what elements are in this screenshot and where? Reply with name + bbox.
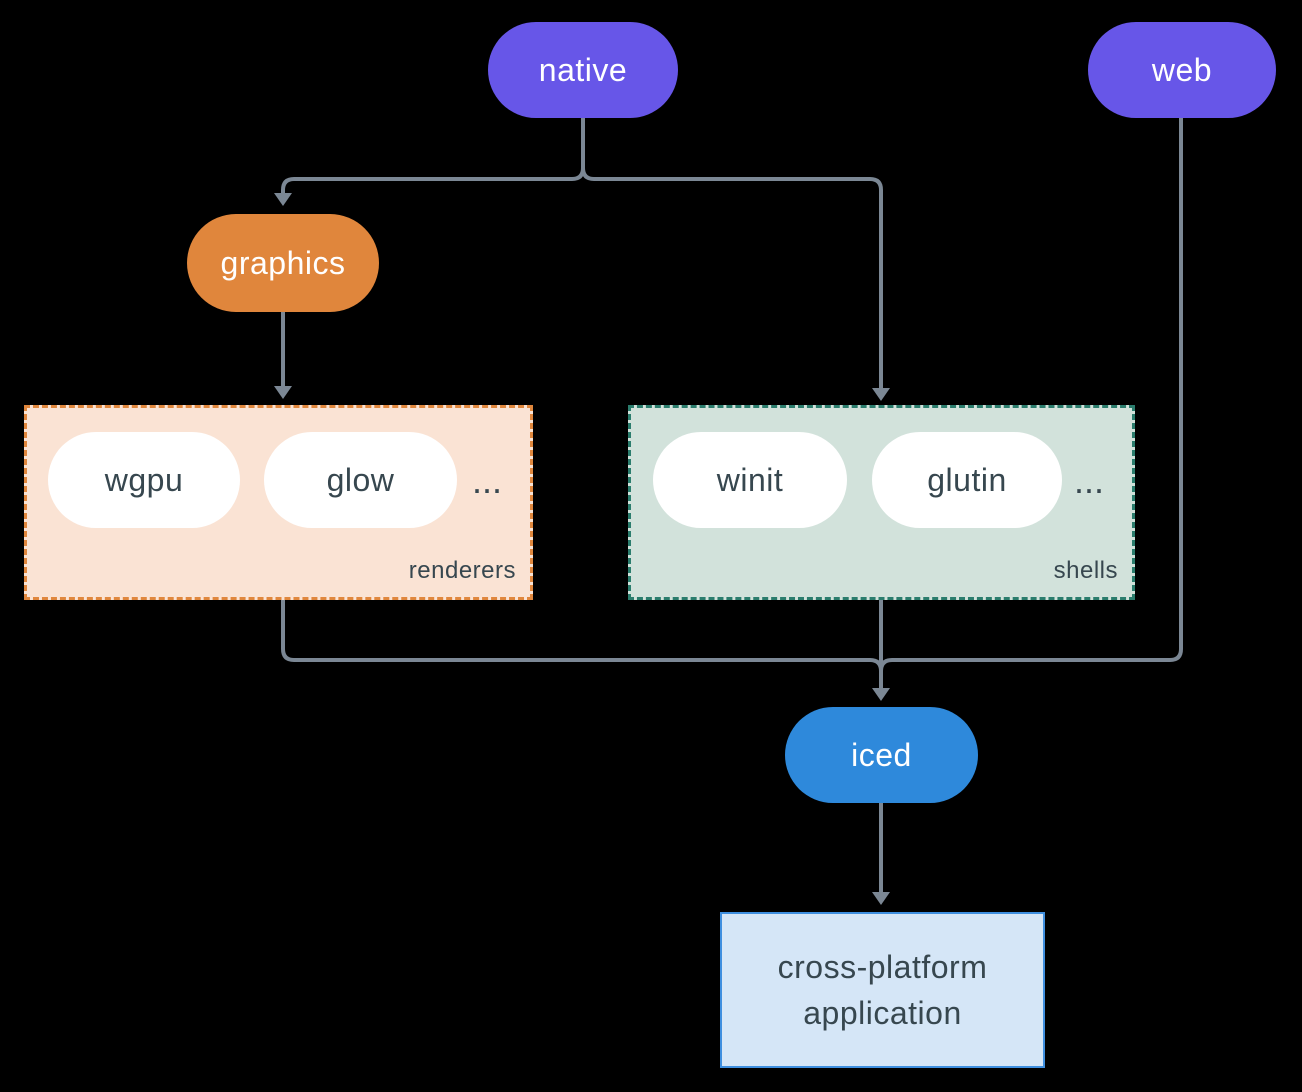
arrowhead-shells — [872, 388, 890, 401]
node-cross-platform-application: cross-platform application — [720, 912, 1045, 1068]
node-winit-label: winit — [716, 461, 784, 498]
edge-native-shells — [581, 167, 883, 388]
node-winit: winit — [653, 432, 847, 528]
edge-renderers-iced — [281, 600, 883, 672]
node-web-label: web — [1151, 51, 1213, 88]
node-glutin-label: glutin — [927, 461, 1007, 498]
arrowhead-application — [872, 892, 890, 905]
node-native-label: native — [538, 51, 628, 88]
node-graphics-label: graphics — [220, 244, 346, 281]
group-renderers: wgpu glow ... renderers — [24, 405, 533, 600]
arrowhead-renderers — [274, 386, 292, 399]
node-web: web — [1088, 22, 1276, 118]
application-label-line1: cross-platform — [777, 948, 988, 985]
shells-group-label: shells — [1053, 557, 1118, 584]
node-glow-label: glow — [326, 461, 395, 498]
application-label-line2: application — [803, 995, 962, 1031]
arrowhead-iced — [872, 688, 890, 701]
renderers-group-label: renderers — [408, 557, 516, 584]
group-shells: winit glutin ... shells — [628, 405, 1135, 600]
node-wgpu-label: wgpu — [104, 461, 184, 498]
node-graphics: graphics — [187, 214, 379, 312]
node-glutin: glutin — [872, 432, 1062, 528]
renderers-ellipsis: ... — [471, 460, 502, 501]
node-iced: iced — [785, 707, 978, 803]
arrowhead-graphics — [274, 193, 292, 206]
node-wgpu: wgpu — [48, 432, 240, 528]
node-iced-label: iced — [851, 736, 912, 773]
shells-ellipsis: ... — [1073, 460, 1104, 501]
node-glow: glow — [264, 432, 457, 528]
edge-native-graphics — [281, 167, 585, 195]
node-native: native — [488, 22, 678, 118]
